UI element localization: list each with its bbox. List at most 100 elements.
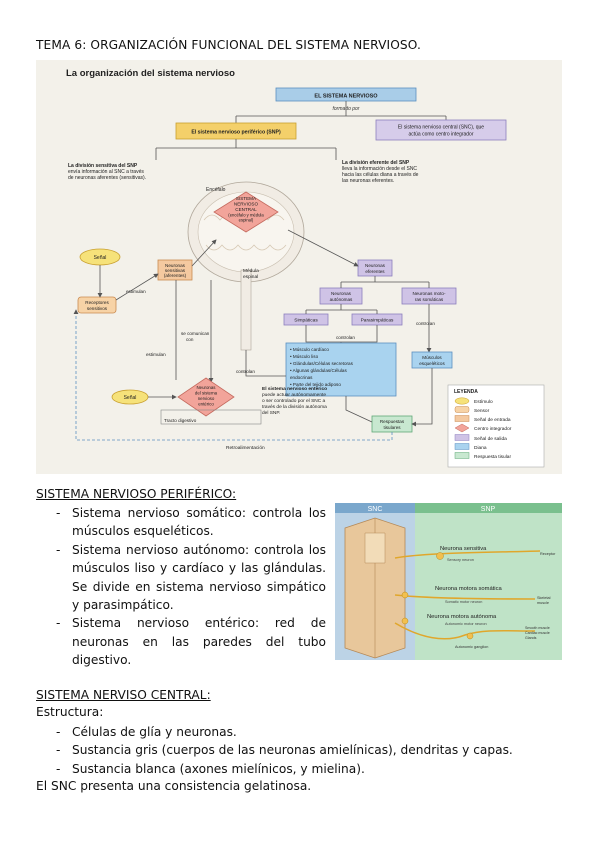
enteric-text-1: El sistema nervioso entérico <box>262 386 327 392</box>
structure-label: Estructura: <box>36 705 104 719</box>
autonomic-label-1: Neuronas <box>331 291 352 296</box>
control-label-1: controlan <box>336 335 355 340</box>
skeletal-muscle-label-2: muscle <box>537 601 549 605</box>
list-item: Sustancia gris (cuerpos de las neuronas … <box>36 741 566 760</box>
legend-item-7: Respuesta tisular <box>474 454 511 460</box>
afferent-text-3: de neuronas aferentes (sensitivas). <box>68 175 146 181</box>
list-item: Sistema nervioso somático: controla los … <box>36 504 326 541</box>
snc-box-line1: El sistema nervioso central (SNC), que <box>398 125 484 131</box>
enteric-label-2: del sistema <box>195 391 218 396</box>
snp-list: Sistema nervioso somático: controla los … <box>36 504 326 670</box>
skeletal-label-1: Músculos <box>422 355 442 360</box>
somatic-motor-label: Neurona motora somática <box>435 586 502 592</box>
afferent-text-2: envía información al SNC a través <box>68 169 144 175</box>
autonomic-motor-sub: Autonomic motor neuron <box>445 622 487 626</box>
sensory-neurons-box <box>157 259 193 281</box>
snp-label: SNP <box>481 506 496 513</box>
cns-label-2: NERVIOSO <box>234 202 259 207</box>
cardiac-muscle-label: Cardiac muscle <box>525 631 550 635</box>
list-item: Células de glía y neuronas. <box>36 723 566 742</box>
ganglion-label: Autonomic ganglion <box>455 645 488 649</box>
neuron-types-figure: SNC SNP Neurona sensitiva Sensory neuron… <box>335 503 562 660</box>
closing-text: El SNC presenta una consistencia gelatin… <box>36 779 312 793</box>
efferent-text-4: las neuronas eferentes. <box>342 178 394 184</box>
enteric-text-5: del SNP. <box>262 410 280 416</box>
target-6: • Parte del tejido adiposo <box>290 382 341 387</box>
communicate-label-2: con <box>186 337 194 342</box>
receptor-label: Receptor <box>540 552 556 556</box>
cns-label-4: (encéfalo y médula <box>228 213 264 218</box>
efferent-text-1: La división eferente del SNP <box>342 160 410 166</box>
snc-box-line2: actúa como centro integrador <box>408 132 473 138</box>
somatic-motor-sub: Somatic motor neuron <box>445 600 482 604</box>
list-item: Sistema nervioso autónomo: controla los … <box>36 541 326 615</box>
autonomic-label-2: autónomas <box>330 297 353 302</box>
target-2: • Músculo liso <box>290 354 319 359</box>
list-item: Sustancia blanca (axones mielínicos, y m… <box>36 760 566 779</box>
control-label-2: controlan <box>416 321 435 326</box>
stimulate2-label: estimulan <box>146 352 166 357</box>
page-title: TEMA 6: ORGANIZACIÓN FUNCIONAL DEL SISTE… <box>36 38 421 52</box>
enteric-label-4: entérico <box>198 402 214 407</box>
targets-box <box>285 342 397 397</box>
cns-label-3: CENTRAL <box>235 207 257 212</box>
afferent-text-1: La división sensitiva del SNP <box>68 163 138 169</box>
autonomic-motor-label: Neurona motora autónoma <box>427 614 497 620</box>
spinal-label-1: Médula <box>243 268 259 274</box>
snc-list: Células de glía y neuronas. Sustancia gr… <box>36 723 566 779</box>
sensory-neurons-1: Neuronas <box>165 263 186 268</box>
signal-label-2: Señal <box>124 395 137 401</box>
target-5: endocrinas <box>290 375 313 380</box>
efferent-neurons-1: Neuronas <box>365 263 386 268</box>
tissue-resp-1: Respuestas <box>380 419 405 424</box>
receptors-label-2: sensitivos <box>87 306 108 311</box>
target-4: • Algunas glándulas/Células <box>290 368 347 373</box>
snp-heading: SISTEMA NERVIOSO PERIFÉRICO: <box>36 487 237 501</box>
enteric-text-4: través de la división autónoma <box>262 404 327 410</box>
snc-box <box>375 119 507 141</box>
somatic-label-2: ras somáticas <box>415 297 444 302</box>
enteric-diamond <box>177 377 235 417</box>
skeletal-muscle-label-1: Skeletal <box>537 596 551 600</box>
legend-item-3: Señal de entrada <box>474 417 511 423</box>
signal-label: Señal <box>94 255 107 261</box>
sensory-neuron-sub: Sensory neuron <box>447 558 474 562</box>
smooth-muscle-label: Smooth muscle <box>525 626 550 630</box>
diagram-heading: La organización del sistema nervioso <box>66 68 235 79</box>
somatic-label-1: Neuronas moto- <box>413 291 446 296</box>
receptors-label-1: Receptores <box>85 300 109 305</box>
snp-box-label: El sistema nervioso periférico (SNP) <box>191 130 281 136</box>
target-1: • Músculo cardíaco <box>290 347 329 352</box>
digestive-label: Tracto digestivo <box>164 418 197 423</box>
legend-item-1: Estímulo <box>474 399 493 405</box>
communicate-label-1: se comunican <box>181 331 210 336</box>
cns-label-1: SISTEMA <box>236 196 257 201</box>
spinal-label-2: espinal <box>243 274 258 280</box>
nervous-system-diagram: La organización del sistema nervioso EL … <box>36 60 562 474</box>
tissue-resp-2: tisulares <box>383 425 401 430</box>
feedback-label: Retroalimentación <box>226 445 265 451</box>
enteric-label-3: nervioso <box>198 396 215 401</box>
stimulate-label: estimulan <box>126 289 146 294</box>
legend-item-2: Sensor <box>474 408 490 414</box>
skeletal-label-2: esqueléticos <box>419 361 445 366</box>
brain-label: Encéfalo <box>206 187 226 193</box>
sympathetic-label: Simpáticas <box>294 318 318 324</box>
cns-diamond <box>213 191 279 233</box>
legend-item-5: Señal de salida <box>474 436 507 442</box>
legend-title: LEYENDA <box>454 389 478 395</box>
legend-item-6: Diana <box>474 445 487 451</box>
parasympathetic-label: Parasimpáticas <box>361 318 394 324</box>
receptors-box <box>77 296 117 314</box>
efferent-neurons-2: eferentes <box>365 269 385 274</box>
snc-label: SNC <box>368 506 383 513</box>
glands-label: Glands <box>525 636 537 640</box>
snc-heading: SISTEMA NERVISO CENTRAL: <box>36 688 211 702</box>
sensory-neurons-3: (aferentes) <box>164 273 187 278</box>
enteric-label-1: Neuronas <box>196 385 216 390</box>
spinal-cord <box>240 269 252 351</box>
efferent-text-2: lleva la información desde el SNC <box>342 166 417 172</box>
list-item: Sistema nervioso entérico: red de neuron… <box>36 614 326 669</box>
sensory-neurons-2: sensitivas <box>165 268 186 273</box>
enteric-text-2: puede actuar autónomamente <box>262 392 326 398</box>
